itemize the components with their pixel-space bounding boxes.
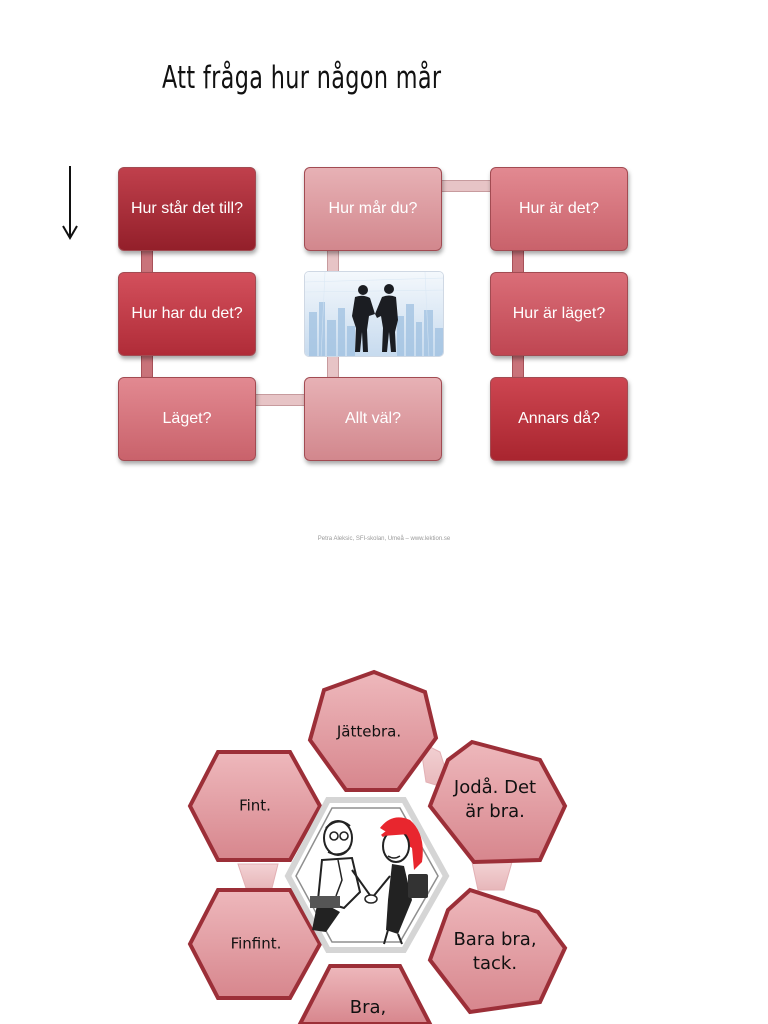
credit-text: Petra Aleksic, SFI-skolan, Umeå – www.le… <box>317 536 451 542</box>
hex-label-bra: Bra, <box>349 997 387 1018</box>
hexagon-fint <box>187 750 323 862</box>
phrase-box-hur-ar-laget: Hur är läget? <box>490 272 628 356</box>
hexagon-finfint <box>187 888 323 1000</box>
hex-label-fint: Fint. <box>239 796 271 815</box>
phrase-box-annars-da: Annars då? <box>490 377 628 461</box>
down-arrow-icon <box>62 166 78 240</box>
hex-label-bara-bra: Bara bra, tack. <box>453 929 537 974</box>
phrase-box-hur-har-du-det: Hur har du det? <box>118 272 256 356</box>
phrase-box-hur-star-det-till: Hur står det till? <box>118 167 256 251</box>
handshake-photo <box>304 271 444 357</box>
phrase-box-hur-ar-det: Hur är det? <box>490 167 628 251</box>
hex-label-joda: Jodå. Det är bra. <box>453 777 537 822</box>
page-title: Att fråga hur någon mår <box>162 60 442 96</box>
hexagon-jattebra <box>307 669 439 792</box>
hexagon-bara-bra <box>427 887 568 1015</box>
hex-label-jattebra: Jättebra. <box>336 722 402 741</box>
hex-label-finfint: Finfint. <box>230 934 282 953</box>
phrase-box-laget: Läget? <box>118 377 256 461</box>
handshake-cartoon <box>310 817 428 945</box>
hexagon-bra <box>297 964 433 1024</box>
phrase-box-hur-mar-du: Hur mår du? <box>304 167 442 251</box>
phrase-box-allt-val: Allt väl? <box>304 377 442 461</box>
hexagon-joda <box>427 739 568 865</box>
